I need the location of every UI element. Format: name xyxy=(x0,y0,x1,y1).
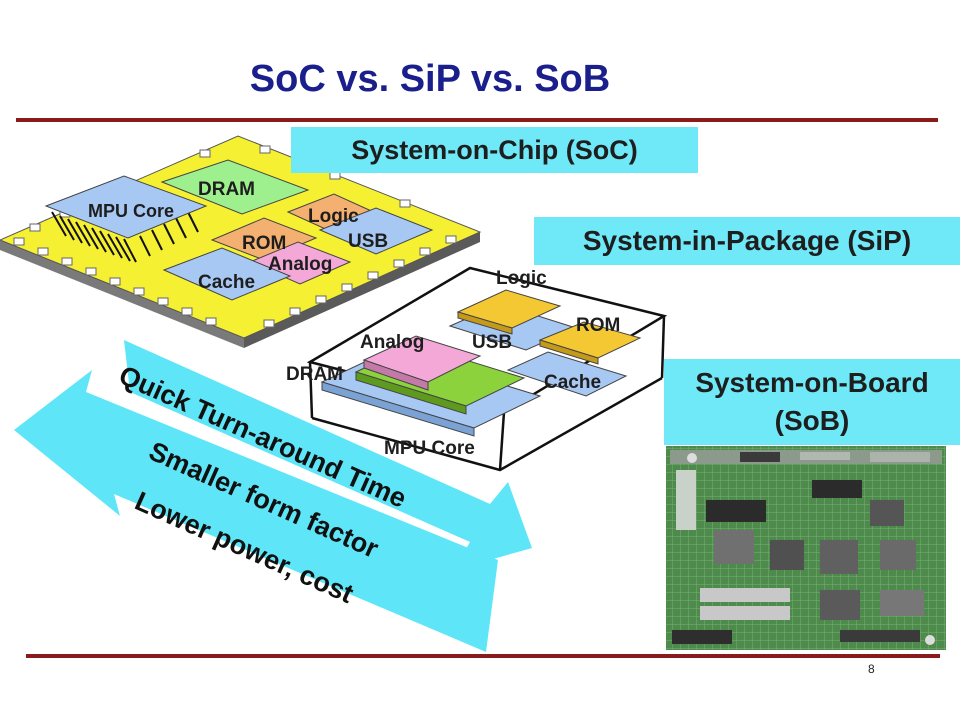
soc-label-usb: USB xyxy=(348,231,388,252)
sob-board-image xyxy=(666,446,946,650)
sip-blocks xyxy=(320,289,642,437)
soc-label-analog: Analog xyxy=(268,254,332,275)
page-number: 8 xyxy=(868,662,875,676)
soc-label-cache: Cache xyxy=(198,272,255,293)
top-divider xyxy=(16,118,938,122)
bottom-divider xyxy=(26,654,940,658)
sip-label-mpu-core: MPU Core xyxy=(384,438,475,459)
soc-cache-block xyxy=(162,247,292,301)
soc-label-mpu-core: MPU Core xyxy=(88,201,174,221)
soc-mpu-pins xyxy=(51,211,199,263)
soc-label-rom: ROM xyxy=(242,233,286,254)
sip-label-rom: ROM xyxy=(576,315,620,336)
sip-label-usb: USB xyxy=(472,332,512,353)
sip-label-dram: DRAM xyxy=(286,364,343,385)
sip-heading-box: System-in-Package (SiP) xyxy=(534,217,960,265)
soc-diagram: DRAM MPU Core Logic ROM USB Analog Cache xyxy=(0,135,482,348)
arrow-right xyxy=(124,340,532,570)
soc-die-edge xyxy=(0,240,244,348)
sip-label-cache: Cache xyxy=(544,372,601,393)
soc-label-logic: Logic xyxy=(308,206,359,227)
soc-heading-box: System-on-Chip (SoC) xyxy=(291,127,698,173)
sob-heading-box: System-on-Board (SoB) xyxy=(664,359,960,445)
soc-die-edge-right xyxy=(244,232,480,348)
soc-usb-block xyxy=(318,207,434,255)
soc-rom-block xyxy=(210,217,318,261)
soc-dram-block xyxy=(160,159,310,215)
soc-mpu-core-block xyxy=(44,175,208,239)
soc-label-dram: DRAM xyxy=(198,179,255,200)
sip-cache-block xyxy=(506,351,628,397)
arrow-left xyxy=(14,370,498,652)
page-title: SoC vs. SiP vs. SoB xyxy=(249,58,611,100)
sip-label-logic: Logic xyxy=(496,268,547,289)
sip-label-analog: Analog xyxy=(360,332,424,353)
